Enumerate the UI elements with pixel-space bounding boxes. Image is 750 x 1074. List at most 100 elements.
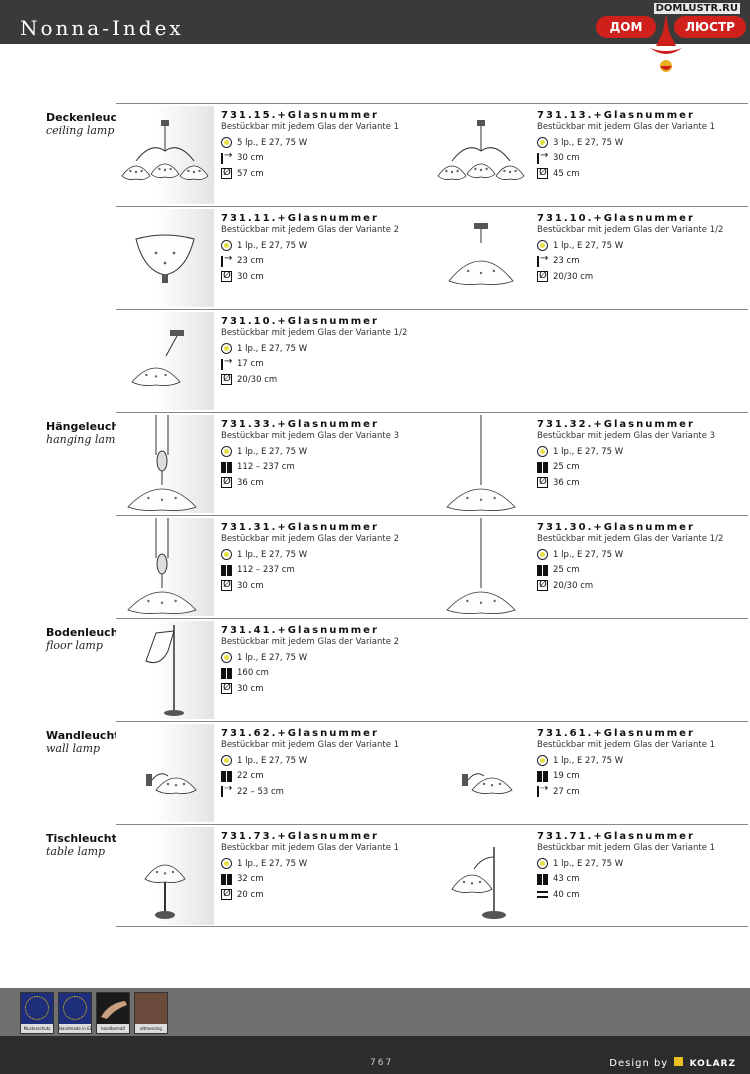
- glass-variant: Bestückbar mit jedem Glas der Variante 1: [221, 843, 400, 853]
- lamp-image: [116, 415, 214, 513]
- spec-value: 112 – 237 cm: [237, 462, 295, 473]
- depth-icon: [221, 356, 232, 370]
- badge-altmessing: altmessing: [134, 992, 168, 1034]
- glass-variant: Bestückbar mit jedem Glas der Variante 2: [221, 534, 400, 544]
- spec-diam: 36 cm: [221, 475, 436, 491]
- spec-value: 25 cm: [553, 565, 580, 576]
- bulb-icon: [221, 446, 232, 458]
- glass-variant: Bestückbar mit jedem Glas der Variante 1: [537, 843, 716, 853]
- spec-diam: 30 cm: [221, 681, 436, 697]
- kolarz-logo-icon: [674, 1057, 684, 1066]
- spec-depth: 23 cm: [537, 253, 750, 270]
- spec-list: 1 lp., E 27, 75 W 112 – 237 cm 36 cm: [221, 444, 436, 491]
- section-title-de: Deckenleuchte: [46, 111, 138, 124]
- hanging-lamp-icon: [127, 415, 197, 511]
- bulb-icon: [537, 240, 548, 252]
- height-icon: [221, 770, 232, 782]
- spec-value: 36 cm: [237, 477, 264, 488]
- spec-value: 1 lp., E 27, 75 W: [553, 755, 624, 766]
- spec-depth: 30 cm: [537, 150, 750, 167]
- spec-diam: 36 cm: [537, 475, 750, 491]
- brand-logo[interactable]: DOMLUSTR.RU ДОМ ЛЮСТР: [596, 2, 746, 74]
- spec-diam: 20/30 cm: [537, 269, 750, 285]
- diam-icon: [537, 270, 548, 283]
- article-number: 731.30.+Glasnummer: [537, 522, 695, 533]
- depth-icon: [537, 253, 548, 267]
- hanging-lamp-icon: [446, 518, 516, 614]
- diam-icon: [537, 476, 548, 489]
- bulb-icon: [537, 755, 548, 767]
- spec-bulb: 1 lp., E 27, 75 W: [537, 753, 750, 769]
- spec-value: 17 cm: [237, 359, 264, 370]
- article-number: 731.62.+Glasnummer: [221, 728, 379, 739]
- spec-value: 30 cm: [237, 580, 264, 591]
- spec-value: 22 – 53 cm: [237, 786, 284, 797]
- table-lamp-icon: [144, 864, 186, 919]
- spec-value: 1 lp., E 27, 75 W: [237, 446, 308, 457]
- diam-icon: [221, 888, 232, 901]
- spec-value: 57 cm: [237, 168, 264, 179]
- section-title-de: Tischleuchte: [46, 832, 125, 845]
- spec-bulb: 3 lp., E 27, 75 W: [537, 135, 750, 151]
- spec-adjust: 22 – 53 cm: [221, 783, 436, 800]
- spec-bulb: 1 lp., E 27, 75 W: [221, 444, 436, 460]
- article-number: 731.15.+Glasnummer: [221, 110, 379, 121]
- glass-variant: Bestückbar mit jedem Glas der Variante 1: [221, 122, 400, 132]
- spec-list: 1 lp., E 27, 75 W25 cm36 cm: [537, 444, 750, 491]
- lamp-image: [116, 621, 214, 719]
- page-title: Nonna-Index: [20, 16, 184, 40]
- wall-lamp-icon: [146, 773, 197, 794]
- depth-icon: [221, 253, 232, 267]
- floor-lamp-icon: [145, 625, 184, 716]
- section-title-en: floor lamp: [46, 639, 103, 652]
- spec-value: 40 cm: [553, 889, 580, 900]
- spec-bulb: 1 lp., E 27, 75 W: [221, 341, 436, 357]
- lamp-image: [116, 518, 214, 616]
- spec-diam: 45 cm: [537, 166, 750, 182]
- lamp-image: [432, 106, 530, 204]
- lamp-image: [116, 312, 214, 410]
- glass-variant: Bestückbar mit jedem Glas der Variante 1…: [221, 328, 408, 338]
- spec-bulb: 1 lp., E 27, 75 W: [537, 856, 750, 872]
- spec-value: 22 cm: [237, 771, 264, 782]
- article-number: 731.31.+Glasnummer: [221, 522, 379, 533]
- spec-adjust: 27 cm: [537, 783, 750, 800]
- spec-height: 19 cm: [537, 769, 750, 785]
- spec-value: 1 lp., E 27, 75 W: [237, 652, 308, 663]
- diam-icon: [537, 579, 548, 592]
- hanging-lamp-icon: [127, 518, 197, 614]
- spec-list: 5 lp., E 27, 75 W30 cm57 cm: [221, 135, 436, 182]
- spec-value: 20/30 cm: [553, 271, 594, 282]
- lamp-image: [116, 827, 214, 925]
- spec-value: 3 lp., E 27, 75 W: [553, 137, 624, 148]
- bulb-icon: [221, 343, 232, 355]
- article-number: 731.71.+Glasnummer: [537, 831, 695, 842]
- bulb-icon: [221, 137, 232, 149]
- design-credit: Design by KOLARZ: [609, 1057, 736, 1069]
- spec-value: 1 lp., E 27, 75 W: [237, 240, 308, 251]
- article-number: 731.33.+Glasnummer: [221, 419, 379, 430]
- spec-list: 1 lp., E 27, 75 W22 cm22 – 53 cm: [221, 753, 436, 800]
- spec-height: 160 cm: [221, 666, 436, 682]
